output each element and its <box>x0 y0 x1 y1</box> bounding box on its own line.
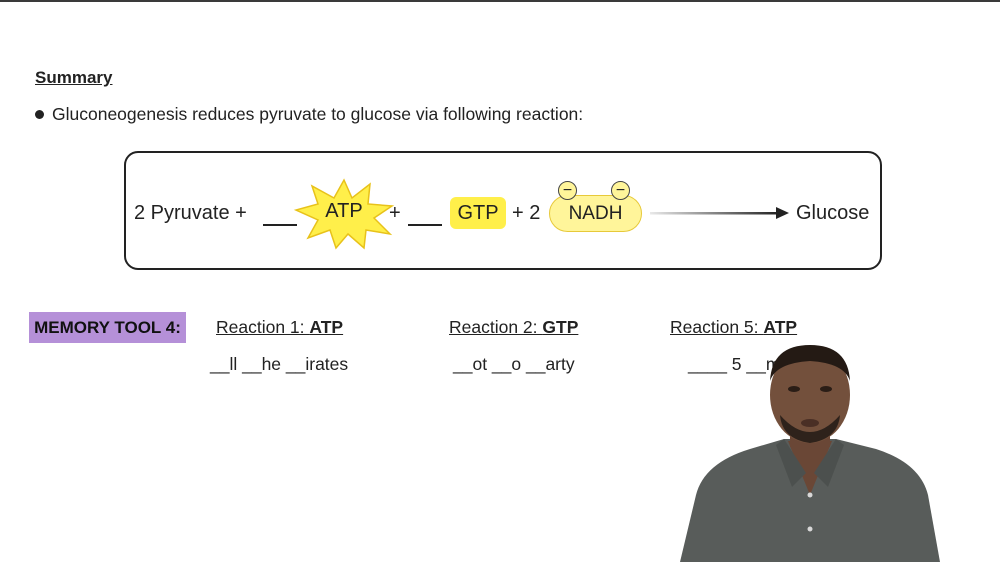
negative-charge-icon: − <box>611 181 630 200</box>
reaction-arrow-icon <box>650 207 789 219</box>
reactant-pyruvate: 2 Pyruvate + <box>134 202 247 224</box>
presenter-video-overlay <box>680 345 940 562</box>
atp-starburst-icon <box>293 178 395 250</box>
reaction-2-title: Reaction 2: GTP <box>449 317 578 338</box>
atp-label: ATP <box>325 200 363 222</box>
summary-bullet-text: Gluconeogenesis reduces pyruvate to gluc… <box>52 104 584 124</box>
bullet-dot-icon <box>35 110 44 119</box>
summary-heading: Summary <box>35 68 113 87</box>
nadh-text: NADH <box>568 202 623 224</box>
reaction-title-text: Reaction 2: <box>449 317 543 337</box>
minus-sign: − <box>615 181 626 199</box>
reaction-2-mnemonic: __ot __o __arty <box>453 354 575 374</box>
reaction-5-mnemonic: ____ 5 __m <box>688 354 781 374</box>
product-glucose: Glucose <box>796 202 870 224</box>
nadh-molecule: NADH <box>549 195 642 232</box>
reaction-title-text: Reaction 1: <box>216 317 310 337</box>
reaction-1-title: Reaction 1: ATP <box>216 317 343 338</box>
memory-tool-badge: MEMORY TOOL 4: <box>29 312 186 343</box>
atp-coefficient-blank <box>263 224 297 226</box>
negative-charge-icon: − <box>558 181 577 200</box>
gtp-coefficient-blank <box>408 224 442 226</box>
reaction-title-text: Reaction 5: <box>670 317 764 337</box>
gtp-text: GTP <box>457 201 499 224</box>
top-divider <box>0 0 1000 2</box>
reaction-molecule: ATP <box>309 317 344 337</box>
reaction-5-title: Reaction 5: ATP <box>670 317 797 338</box>
reaction-box <box>124 151 882 270</box>
plus-sign-1: + <box>389 202 401 224</box>
reaction-1-mnemonic: __ll __he __irates <box>210 354 349 374</box>
reaction-molecule: GTP <box>542 317 579 337</box>
memory-tool-label: MEMORY TOOL 4: <box>34 317 181 337</box>
plus-two: + 2 <box>512 202 541 224</box>
minus-sign: − <box>562 181 573 199</box>
gtp-label: GTP <box>450 197 506 229</box>
summary-bullet: Gluconeogenesis reduces pyruvate to gluc… <box>35 104 583 125</box>
reaction-molecule: ATP <box>763 317 798 337</box>
